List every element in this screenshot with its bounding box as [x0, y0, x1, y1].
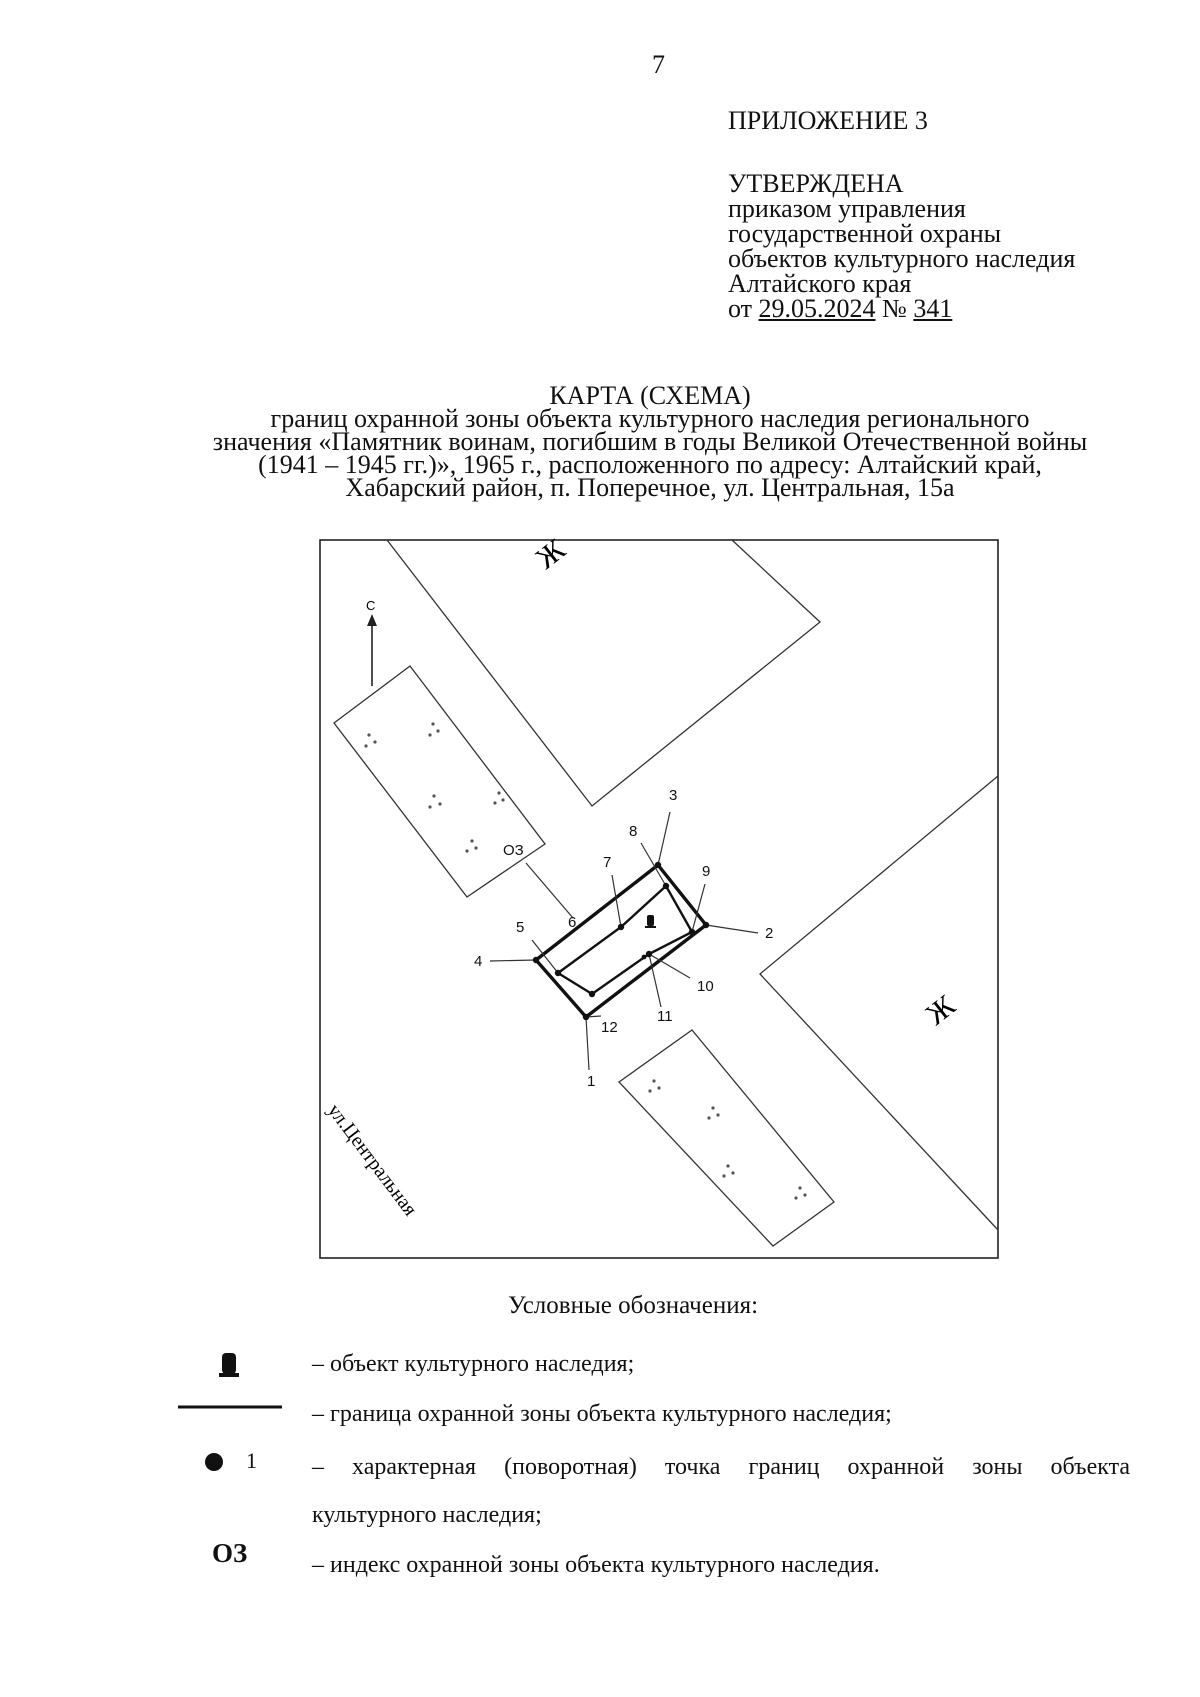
point-label: 3	[669, 787, 677, 804]
title-line: границ охранной зоны объекта культурного…	[270, 404, 1030, 433]
title-line: Хабарский район, п. Поперечное, ул. Цент…	[345, 473, 955, 502]
number-sign: №	[882, 294, 907, 323]
north-arrow-head	[367, 614, 377, 626]
legend-text: культурного наследия;	[312, 1502, 542, 1528]
point-label: 1	[587, 1073, 595, 1090]
point-label: 6	[568, 914, 576, 931]
zone-index-label: ОЗ	[503, 842, 524, 859]
monument-icon	[647, 915, 654, 926]
point-label: 10	[697, 978, 714, 995]
approval-line: Алтайского края	[728, 269, 912, 298]
approved-label: УТВЕРЖДЕНА	[728, 169, 904, 198]
house-plot	[333, 665, 546, 898]
approval-date-line: от 29.05.2024 № 341	[728, 294, 1075, 323]
point-label: 4	[474, 953, 482, 970]
date-prefix: от	[728, 294, 753, 323]
approval-block: ПРИЛОЖЕНИЕ 3 УТВЕРЖДЕНА приказом управле…	[728, 106, 1076, 323]
map-frame	[319, 539, 999, 1259]
approval-date: 29.05.2024	[758, 294, 876, 323]
approval-line: государственной охраны	[728, 219, 1002, 248]
railway-block-south	[759, 775, 999, 1231]
legend-text: – граница охранной зоны объекта культурн…	[312, 1401, 892, 1427]
north-label: С	[366, 598, 375, 613]
title-heading: КАРТА (СХЕМА)	[549, 381, 751, 410]
monument-icon	[222, 1353, 236, 1374]
point-label: 2	[765, 925, 773, 942]
turning-points	[532, 861, 710, 1021]
approval-line: приказом управления	[728, 194, 966, 223]
point-label: 12	[601, 1019, 618, 1036]
legend-text: – индекс охранной зоны объекта культурно…	[312, 1552, 880, 1578]
railway-block-north	[386, 539, 821, 807]
point-label: 8	[629, 823, 637, 840]
title-line: (1941 – 1945 гг.)», 1965 г., расположенн…	[258, 450, 1042, 479]
turning-point-symbol	[205, 1453, 223, 1471]
turning-point-label: 1	[246, 1448, 257, 1473]
point-label: 11	[657, 1008, 673, 1025]
title-line: значения «Памятник воинам, погибшим в го…	[212, 427, 1088, 456]
approval-line: объектов культурного наследия	[728, 244, 1076, 273]
approval-number: 341	[913, 294, 953, 323]
appendix-label: ПРИЛОЖЕНИЕ 3	[728, 106, 928, 135]
legend-text: – характерная (поворотная) точка границ …	[312, 1454, 1130, 1480]
house-plot	[618, 1029, 835, 1247]
zone-index-symbol: ОЗ	[212, 1538, 248, 1568]
page-number: 7	[652, 50, 665, 79]
legend-text: – объект культурного наследия;	[312, 1351, 635, 1377]
point-label: 7	[603, 854, 611, 871]
document-title: КАРТА (СХЕМА) границ охранной зоны объек…	[150, 381, 1150, 502]
legend-heading: Условные обозначения:	[508, 1292, 759, 1319]
point-label: 9	[702, 863, 710, 880]
point-label: 5	[516, 919, 524, 936]
tree-markers	[364, 722, 807, 1200]
